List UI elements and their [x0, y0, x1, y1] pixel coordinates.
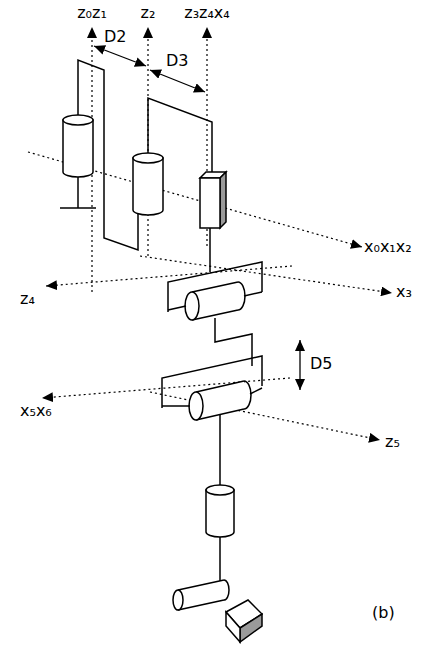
- drawing-part: [60, 207, 96, 209]
- drawing-part: [200, 178, 220, 228]
- prismatic-joint: [200, 172, 226, 228]
- drawing-part: [299, 340, 300, 390]
- drawing-part: [206, 490, 234, 537]
- drawing-part: [133, 158, 163, 215]
- drawing-part: [192, 282, 238, 292]
- axis-label: z₀z₁: [77, 4, 107, 22]
- drawing-part: [140, 256, 392, 293]
- robot-links: [60, 60, 262, 588]
- gripper: [173, 580, 262, 642]
- axis-label: z₅: [385, 433, 400, 451]
- dimension-arrows: [94, 46, 300, 390]
- drawing-part: [226, 612, 240, 642]
- axis-label: x₀x₁x₂: [364, 238, 412, 256]
- drawing-part: [63, 115, 93, 125]
- dimension-label: D3: [166, 52, 189, 70]
- drawing-part: [178, 580, 224, 610]
- axis-label: x₅x₆: [20, 402, 52, 420]
- drawing-part: [189, 392, 203, 420]
- axis-label: z₄: [20, 290, 35, 308]
- drawing-part: [244, 381, 251, 409]
- drawing-part: [220, 172, 226, 228]
- drawing-part: [94, 46, 146, 66]
- drawing-part: [240, 614, 262, 642]
- drawing-part: [162, 405, 190, 407]
- drawing-part: [133, 153, 163, 163]
- drawing-part: [219, 412, 221, 486]
- figure-tag: (b): [372, 604, 395, 622]
- dimension-label: D2: [104, 28, 127, 46]
- drawing-part: [206, 485, 234, 495]
- revolute-joints: [63, 115, 262, 537]
- axis-lines: [28, 27, 392, 440]
- drawing-part: [196, 381, 244, 392]
- drawing-part: [209, 226, 211, 272]
- drawing-part: [224, 580, 229, 600]
- drawing-part: [250, 388, 262, 394]
- drawing-part: [244, 292, 262, 296]
- axis-label: x₃: [396, 283, 412, 301]
- dimension-label: D5: [310, 355, 333, 373]
- drawing-part: [46, 266, 292, 286]
- drawing-part: [63, 120, 93, 177]
- drawing-part: [238, 282, 245, 310]
- drawing-part: [168, 306, 186, 310]
- drawing-part: [178, 580, 224, 590]
- axis-label: z₃z₄x₄: [184, 4, 230, 22]
- drawing-part: [178, 600, 224, 610]
- drawing-part: [185, 292, 199, 320]
- axis-label: z₂: [141, 4, 156, 22]
- drawing-part: [150, 392, 380, 440]
- drawing-part: [150, 70, 205, 92]
- drawing-part: [173, 590, 183, 610]
